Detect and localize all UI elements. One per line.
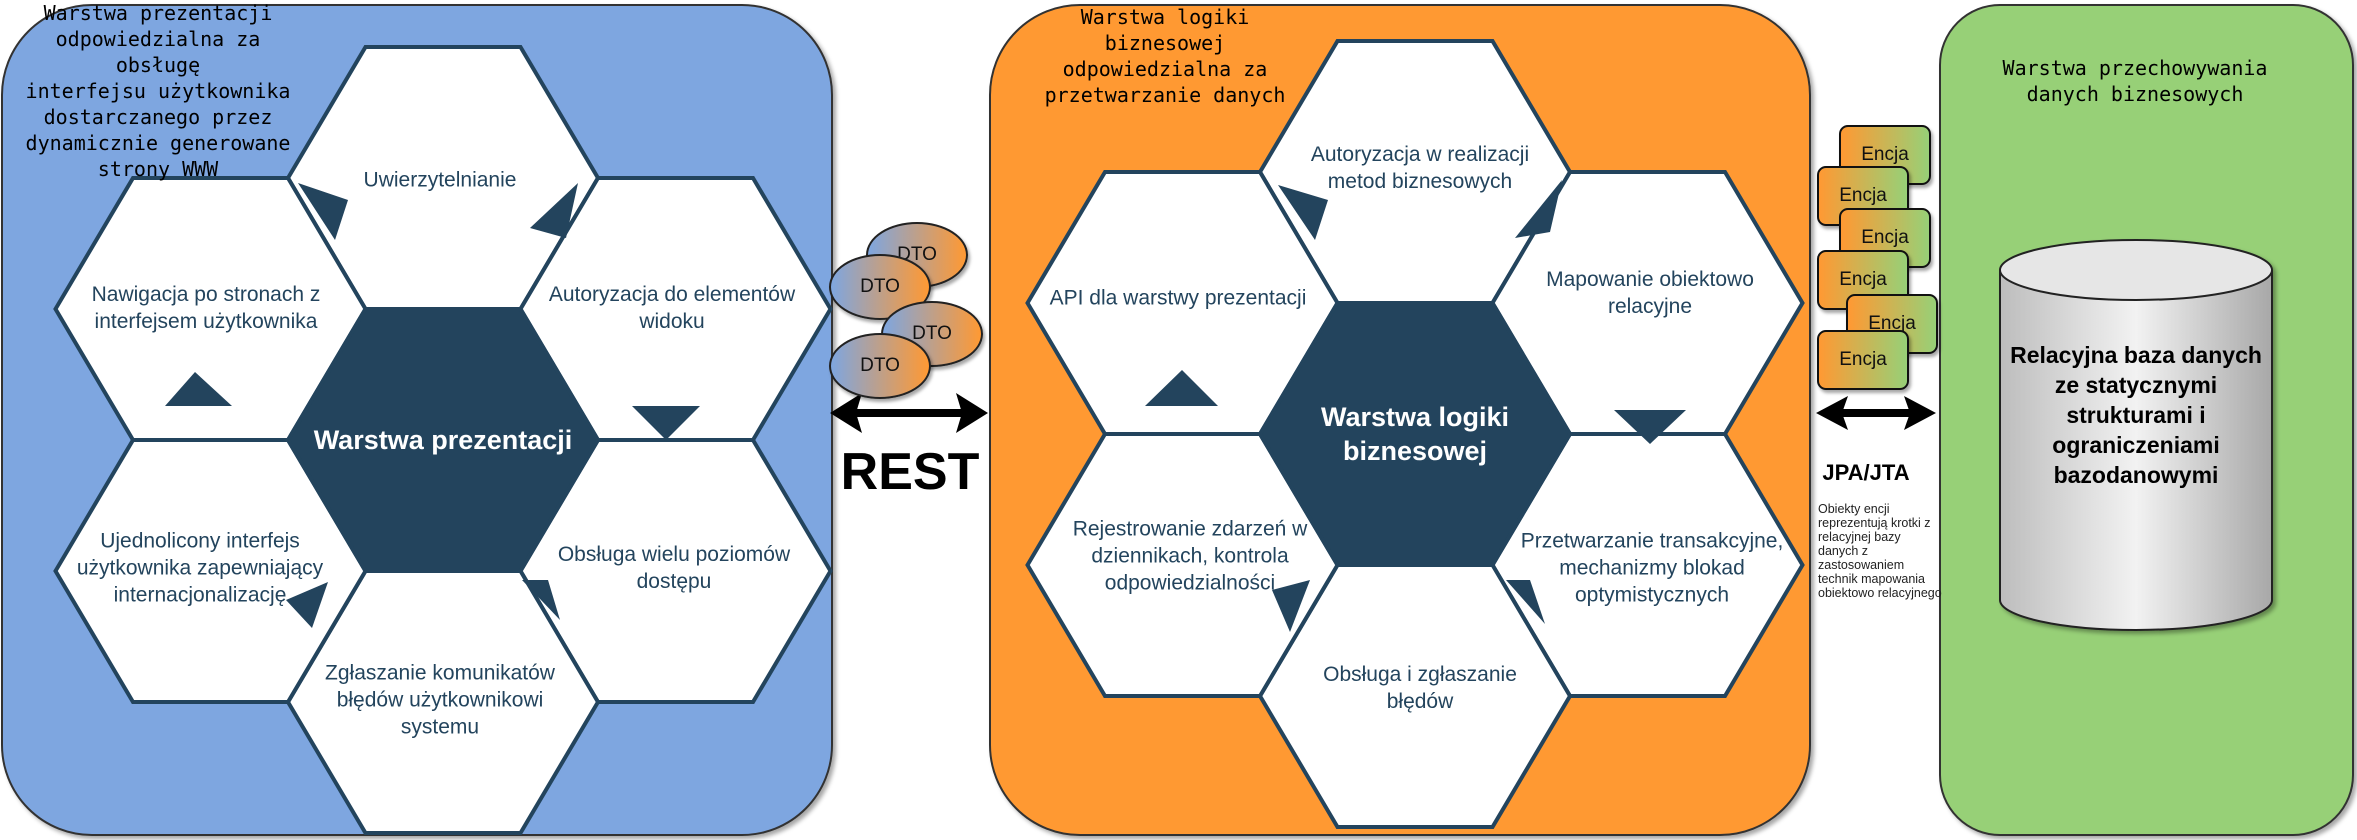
hex-authentication: Uwierzytelnianie xyxy=(363,168,517,192)
hex-presentation-api: API dla warstwy prezentacji xyxy=(1049,286,1307,310)
hex-access-levels: Obsługa wielu poziomów dostępu xyxy=(557,543,791,593)
flow-arrow-icon xyxy=(1145,370,1218,406)
entity-object: Encja xyxy=(1817,330,1909,390)
flow-arrow-icon xyxy=(1614,410,1686,444)
business-hex-cluster xyxy=(1025,39,1805,829)
flow-arrow-icon xyxy=(1506,580,1545,624)
dto-object: DTO xyxy=(829,254,931,320)
center-hexagon xyxy=(1257,301,1573,567)
flow-arrow-icon xyxy=(286,582,328,628)
flow-arrow-icon xyxy=(530,183,578,238)
entity-note: Obiekty encji reprezentują krotki z rela… xyxy=(1818,502,1942,600)
flow-arrow-icon xyxy=(1272,580,1310,632)
presentation-layer-center: Warstwa prezentacji xyxy=(313,425,573,455)
hex-orm: Mapowanie obiektowo relacyjne xyxy=(1546,268,1754,318)
flow-arrow-icon xyxy=(298,183,348,240)
presentation-layer-description: Warstwa prezentacji odpowiedzialna za ob… xyxy=(25,1,291,181)
rest-label: REST xyxy=(840,443,980,501)
dto-object: DTO xyxy=(829,333,931,399)
flow-arrow-icon xyxy=(165,372,232,406)
rest-double-arrow xyxy=(830,393,988,433)
hex-view-authorization: Autoryzacja do elementów widoku xyxy=(548,283,796,333)
business-layer-center: Warstwa logiki biznesowej xyxy=(1320,402,1510,466)
database-cylinder-icon xyxy=(1999,239,2273,631)
database-label: Relacyjna baza danych ze statycznymi str… xyxy=(2010,342,2262,488)
jpa-double-arrow xyxy=(1816,396,1936,430)
flow-arrow-icon xyxy=(632,406,700,440)
hex-transactions: Przetwarzanie transakcyjne, mechanizmy b… xyxy=(1520,529,1784,607)
jpa-jta-label: JPA/JTA xyxy=(1822,460,1910,485)
flow-arrow-icon xyxy=(522,580,560,620)
hex-navigation: Nawigacja po stronach z interfejsem użyt… xyxy=(91,283,321,333)
entity-object: Encja xyxy=(1817,250,1909,310)
business-layer-description: Warstwa logiki biznesowej odpowiedzialna… xyxy=(1044,5,1286,107)
hex-error-handling: Obsługa i zgłaszanie błędów xyxy=(1323,663,1517,713)
center-hexagon xyxy=(285,307,601,573)
flow-arrows xyxy=(165,180,1686,632)
storage-layer-description: Warstwa przechowywania danych biznesowyc… xyxy=(2002,56,2268,106)
flow-arrow-icon xyxy=(1515,180,1562,238)
hex-i18n: Ujednolicony interfejs użytkownika zapew… xyxy=(76,529,324,607)
hex-event-logging: Rejestrowanie zdarzeń w dziennikach, kon… xyxy=(1072,517,1308,595)
hex-error-reporting: Zgłaszanie komunikatów błędów użytkownik… xyxy=(325,661,555,739)
flow-arrow-icon xyxy=(1278,185,1328,240)
hex-method-authorization: Autoryzacja w realizacji metod biznesowy… xyxy=(1310,143,1530,193)
presentation-hex-cluster xyxy=(53,45,833,835)
